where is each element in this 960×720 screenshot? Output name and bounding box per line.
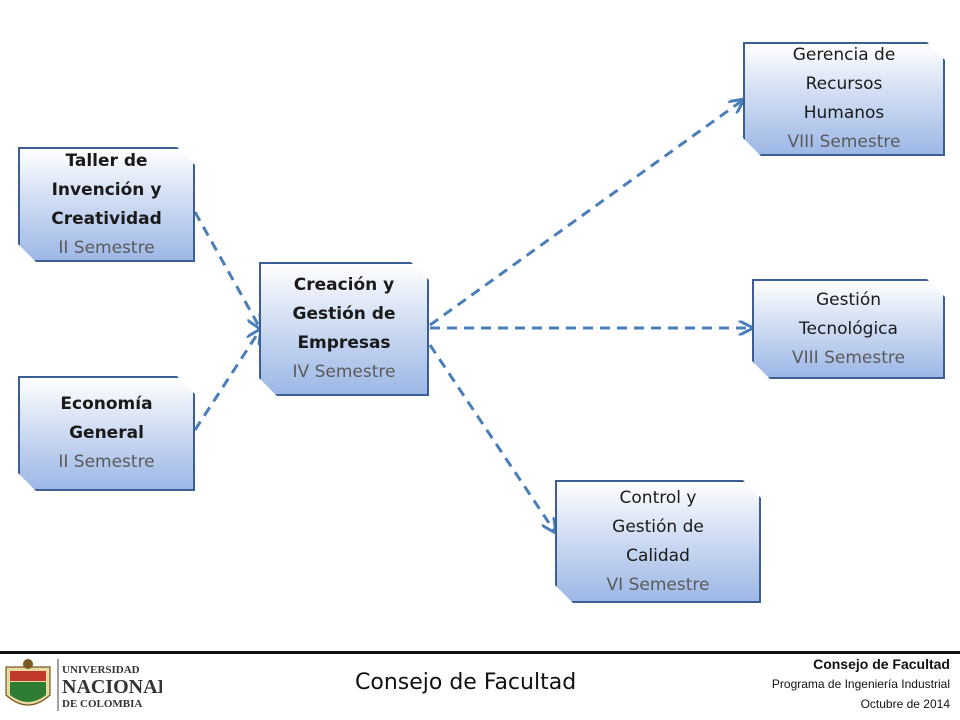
node-economia-general: Economía General II Semestre xyxy=(18,376,195,491)
arrow-creacion-to-control xyxy=(428,344,555,532)
node-title: Economía General xyxy=(60,394,153,443)
node-semester: II Semestre xyxy=(58,452,155,472)
university-logo: UNIVERSIDAD NACIONAL DE COLOMBIA xyxy=(5,659,162,711)
node-semester: VIII Semestre xyxy=(787,132,901,152)
node-title: Control y Gestión de Calidad xyxy=(612,487,704,566)
logo-line-2: NACIONAL xyxy=(62,676,162,698)
node-gerencia-recursos-humanos: Gerencia de Recursos Humanos VIII Semest… xyxy=(743,42,945,156)
node-semester: VI Semestre xyxy=(606,574,710,595)
footer-council: Consejo de Facultad xyxy=(813,656,950,672)
arrow-taller-to-creacion xyxy=(193,211,260,328)
node-title: Gerencia de Recursos Humanos xyxy=(792,45,896,123)
node-creacion-gestion-empresas: Creación y Gestión de Empresas IV Semest… xyxy=(259,262,429,396)
node-semester: II Semestre xyxy=(58,237,155,258)
footer-info: Consejo de Facultad Programa de Ingenier… xyxy=(772,654,950,714)
node-semester: IV Semestre xyxy=(292,362,396,382)
arrow-economia-to-creacion xyxy=(193,330,260,431)
footer-divider xyxy=(0,651,960,654)
node-semester: VIII Semestre xyxy=(792,347,905,368)
footer-title: Consejo de Facultad xyxy=(355,670,577,695)
footer-program: Programa de Ingeniería Industrial xyxy=(771,677,950,691)
footer-date: Octubre de 2014 xyxy=(860,697,950,711)
logo-line-1: UNIVERSIDAD xyxy=(62,664,140,676)
node-control-gestion-calidad: Control y Gestión de Calidad VI Semestre xyxy=(555,480,761,603)
node-title: Taller de Invención y Creatividad xyxy=(51,150,162,229)
arrow-creacion-to-gerencia xyxy=(429,100,743,327)
shield-icon xyxy=(5,659,51,706)
node-title: Gestión Tecnológica xyxy=(799,289,898,339)
logo-line-3: DE COLOMBIA xyxy=(62,698,142,710)
node-title: Creación y Gestión de Empresas xyxy=(292,275,396,353)
node-gestion-tecnologica: Gestión Tecnológica VIII Semestre xyxy=(752,279,945,379)
node-taller-invencion: Taller de Invención y Creatividad II Sem… xyxy=(18,147,195,262)
